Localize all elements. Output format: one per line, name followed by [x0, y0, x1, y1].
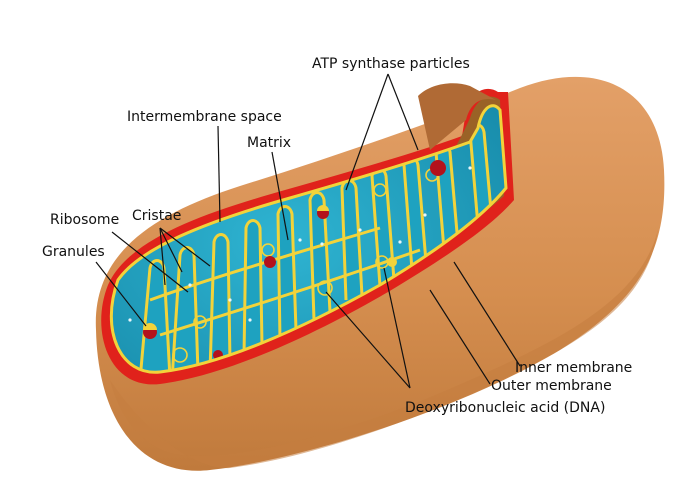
label-inner-membrane: Inner membrane	[515, 360, 632, 376]
leader-dna-1	[325, 291, 411, 389]
dna-loop-5	[261, 243, 275, 257]
crista-4	[242, 219, 264, 357]
particle	[298, 238, 302, 242]
leader-outer-membrane	[429, 289, 491, 385]
fold-2	[159, 248, 421, 337]
label-atp-synthase: ATP synthase particles	[312, 56, 470, 72]
cristae-group	[138, 123, 494, 373]
label-intermembrane-space: Intermembrane space	[127, 109, 282, 125]
leader-atp-1	[345, 73, 389, 191]
leader-cristae-3	[159, 227, 211, 267]
label-ribosome: Ribosome	[50, 212, 119, 228]
crista-5	[276, 205, 298, 341]
particle	[468, 166, 472, 170]
leader-intermembrane	[217, 125, 221, 223]
dna-loop-1	[172, 347, 188, 363]
cut-face-wall-top	[418, 83, 496, 150]
granule-5	[430, 160, 446, 176]
leader-matrix	[271, 151, 289, 241]
leader-ribosome	[111, 231, 189, 293]
granule-4-cap	[317, 205, 329, 211]
particle	[228, 298, 232, 302]
crista-2	[170, 246, 200, 373]
particles	[128, 138, 472, 322]
dna-loop-3	[317, 280, 333, 296]
leader-cristae-1	[159, 227, 166, 286]
particle	[128, 318, 132, 322]
crista-6	[308, 191, 332, 321]
leader-atp-2	[387, 73, 419, 151]
particle	[423, 213, 427, 217]
label-outer-membrane: Outer membrane	[491, 378, 612, 394]
labels: ATP synthase particles Intermembrane spa…	[42, 56, 632, 416]
leader-inner-membrane	[453, 261, 521, 367]
label-cristae: Cristae	[132, 208, 181, 224]
granules-group	[143, 160, 446, 360]
dna-loop-6	[373, 183, 387, 197]
leader-lines	[95, 73, 521, 389]
particle	[358, 228, 362, 232]
crista-3	[208, 233, 232, 373]
leader-granules	[95, 261, 147, 327]
granule-1-cap	[143, 323, 157, 330]
cristae-folds	[149, 226, 421, 337]
label-matrix: Matrix	[247, 135, 291, 151]
leader-dna-2	[383, 267, 411, 389]
leader-cristae-2	[159, 227, 183, 273]
outer-body-lower-shade	[110, 230, 658, 469]
granule-6	[387, 257, 397, 267]
particle	[398, 240, 402, 244]
label-dna: Deoxyribonucleic acid (DNA)	[405, 400, 605, 416]
granule-3	[264, 256, 276, 268]
dna-loop-2	[193, 315, 207, 329]
fold-1	[149, 226, 381, 302]
inner-membrane-outline	[109, 104, 508, 374]
particle	[320, 242, 324, 246]
particle	[188, 283, 192, 287]
particle	[248, 318, 252, 322]
label-granules: Granules	[42, 244, 105, 260]
